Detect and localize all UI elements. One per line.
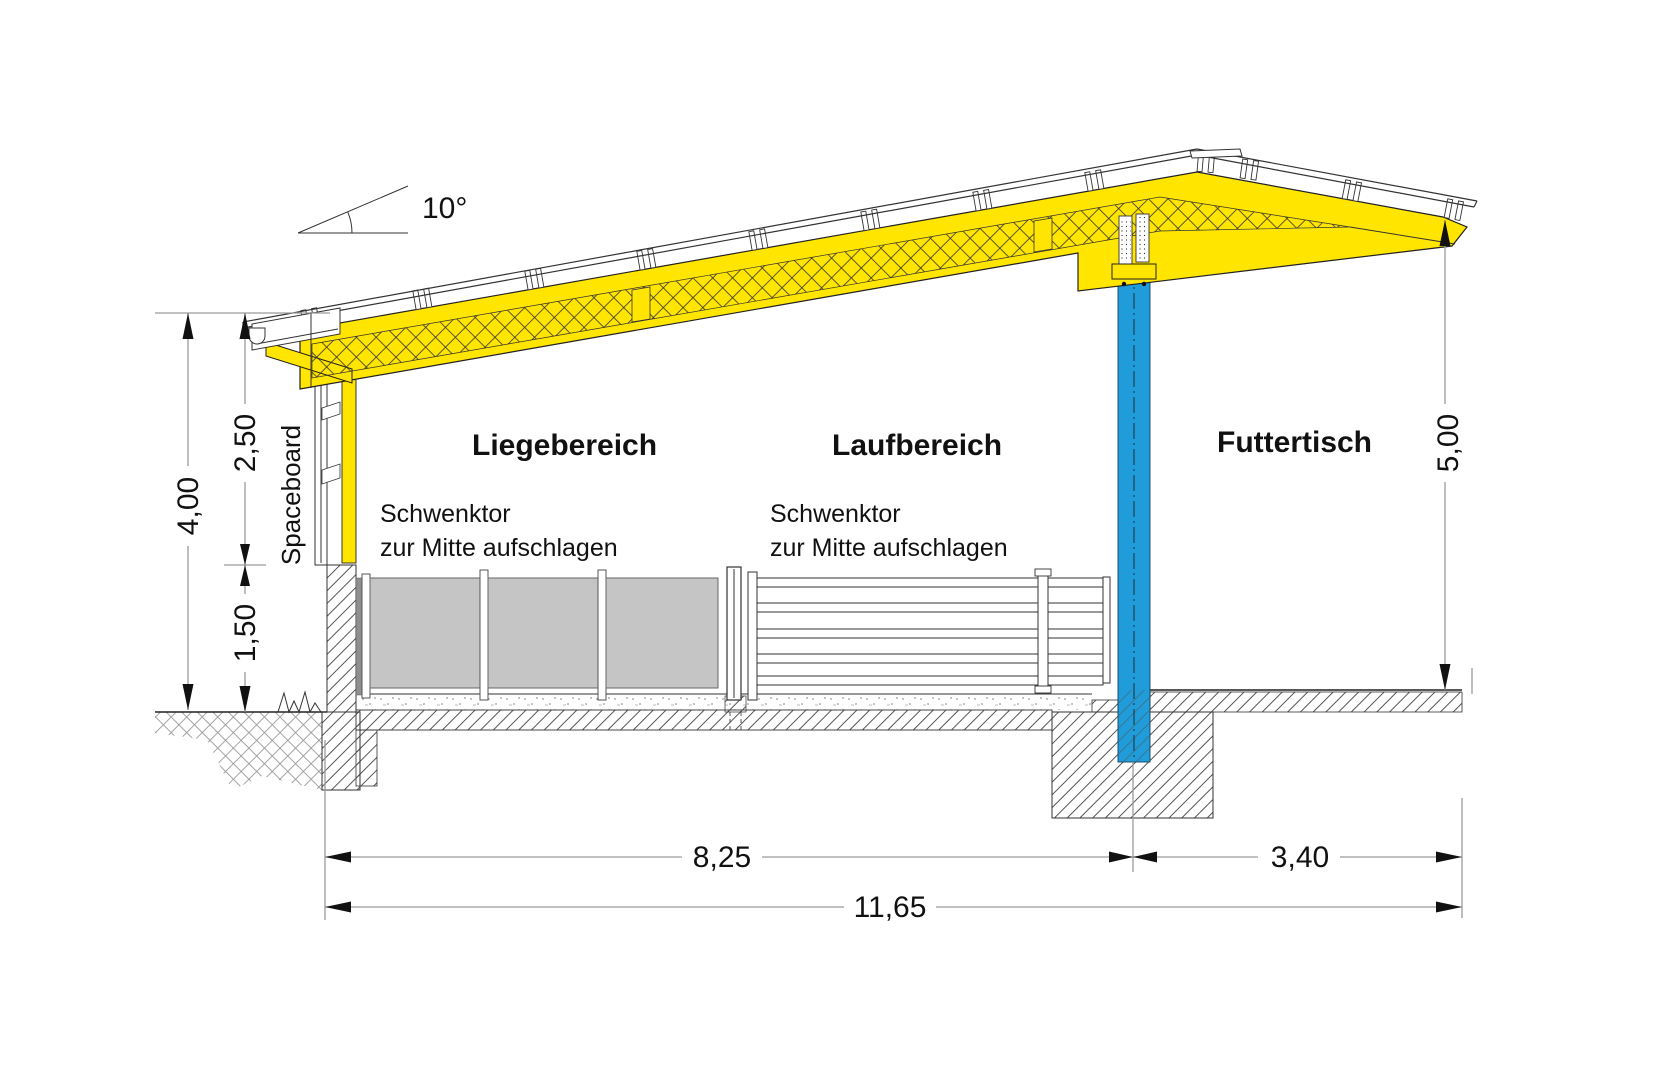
connection-bolt-left bbox=[1121, 281, 1127, 287]
angle-leg-sloped bbox=[297, 185, 409, 234]
gate-panel-1 bbox=[369, 577, 481, 689]
dimension-system: 4,00 2,50 1,50 5,00 8,25 3,40 11,65 bbox=[155, 220, 1473, 924]
ground-band-right bbox=[1149, 691, 1463, 713]
connection-bolt-right bbox=[1141, 281, 1147, 287]
label-futtertisch: Futtertisch bbox=[1217, 426, 1372, 459]
dim-3-40: 3,40 bbox=[1271, 841, 1329, 874]
dim-4-00: 4,00 bbox=[172, 477, 205, 535]
wedge-fold-line bbox=[1349, 226, 1456, 245]
label-spaceboard: Spaceboard bbox=[276, 425, 306, 565]
connection-block-yellow bbox=[1111, 263, 1157, 280]
angle-arc bbox=[347, 211, 353, 234]
tube-rail-3 bbox=[756, 628, 1104, 639]
area-labels: Liegebereich Laufbereich Futtertisch Sch… bbox=[276, 425, 1372, 565]
gate-hinge-strip bbox=[355, 577, 363, 696]
tube-gate-post-right-cap-top bbox=[1034, 568, 1052, 577]
dim-1-50: 1,50 bbox=[229, 604, 262, 662]
note-laufbereich-line2: zur Mitte aufschlagen bbox=[770, 534, 1008, 562]
gate-panel-post-2 bbox=[597, 569, 607, 701]
spaceboard-slat-1 bbox=[321, 401, 341, 421]
floor-slab bbox=[355, 709, 1053, 731]
note-laufbereich-line1: Schwenktor bbox=[770, 500, 901, 528]
gate-panel-post-1 bbox=[479, 569, 489, 701]
spaceboard-strip-yellow bbox=[341, 369, 357, 564]
label-laufbereich: Laufbereich bbox=[832, 429, 1002, 462]
grass-tufts bbox=[277, 690, 322, 714]
gate-post-left bbox=[361, 573, 371, 699]
gutter bbox=[248, 327, 266, 345]
dim-2-50: 2,50 bbox=[229, 414, 262, 472]
soil-left-band bbox=[155, 712, 322, 790]
roof-assembly bbox=[242, 148, 1478, 390]
floor-step-mid bbox=[1091, 699, 1119, 713]
dim-11-65: 11,65 bbox=[854, 891, 927, 924]
beam-core-lattice bbox=[311, 196, 1351, 379]
eave-box-line bbox=[255, 328, 339, 345]
steel-column bbox=[1117, 215, 1151, 763]
ridge-cap bbox=[1189, 148, 1243, 159]
column-in-foundation-hatch bbox=[1118, 690, 1150, 762]
angle-label: 10° bbox=[422, 192, 467, 225]
wall-masonry bbox=[326, 564, 357, 713]
dim-8-25: 8,25 bbox=[693, 841, 751, 874]
gate-panel-3 bbox=[605, 577, 719, 689]
roof-sheeting bbox=[242, 148, 1478, 329]
tube-gate-end-bar bbox=[1102, 576, 1111, 684]
roof-angle-annotation: 10° bbox=[297, 185, 467, 234]
tube-gate-post-right bbox=[1037, 574, 1049, 688]
beam-splice-2 bbox=[1033, 217, 1053, 253]
liegebereich-gate bbox=[355, 566, 742, 701]
note-liegebereich-line2: zur Mitte aufschlagen bbox=[380, 534, 618, 562]
connection-plate-1-dots bbox=[1120, 218, 1131, 262]
spaceboard-slat-2 bbox=[321, 463, 341, 485]
tube-rail-1 bbox=[756, 577, 1104, 588]
tube-rail-4 bbox=[756, 653, 1104, 664]
tube-gate-post-right-cap-bottom bbox=[1034, 685, 1052, 694]
wall-foundation bbox=[321, 711, 361, 791]
gate-panel-2 bbox=[487, 577, 599, 689]
laufbereich-gate bbox=[747, 568, 1111, 701]
tube-rail-5 bbox=[756, 675, 1104, 686]
note-liegebereich-line1: Schwenktor bbox=[380, 500, 511, 528]
label-liegebereich: Liegebereich bbox=[472, 429, 657, 462]
dim-5-00: 5,00 bbox=[1432, 414, 1465, 472]
tube-gate-post-left bbox=[747, 571, 758, 701]
connection-plate-2-dots bbox=[1137, 216, 1148, 260]
tube-rail-2 bbox=[756, 602, 1104, 613]
beam-splice-1 bbox=[631, 286, 651, 323]
